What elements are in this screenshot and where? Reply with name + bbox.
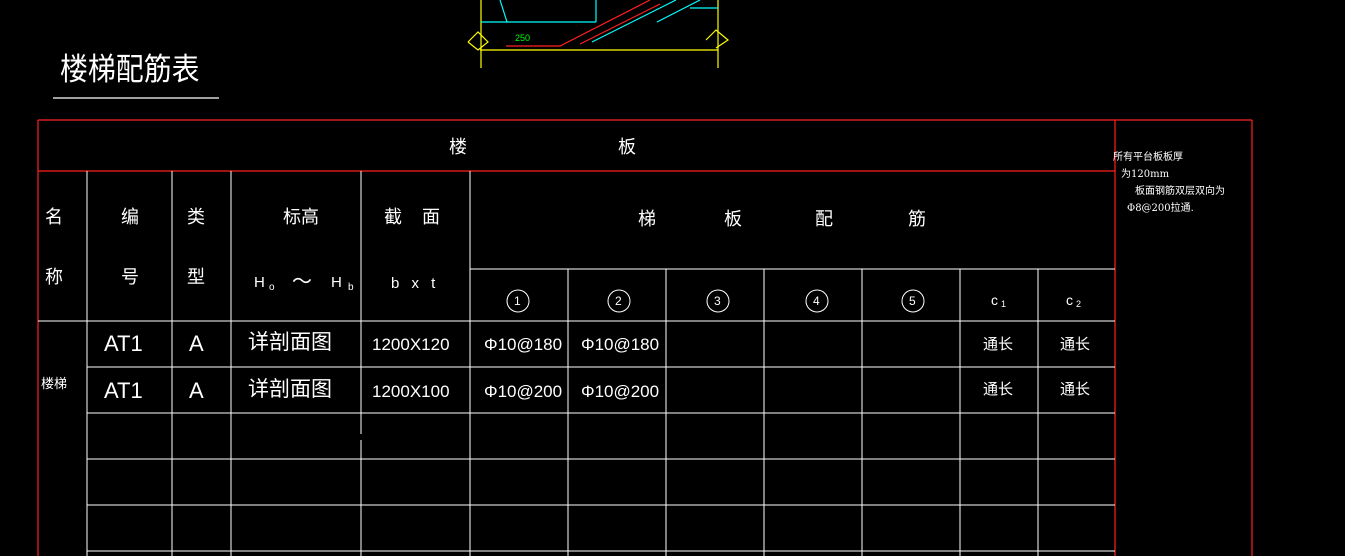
- bar-number-1: 1: [514, 294, 521, 308]
- row1-bar2: Φ10@180: [581, 335, 660, 354]
- row1-c2: 通长: [1060, 335, 1091, 353]
- header-name-char-2: 称: [45, 267, 63, 288]
- row1-type: A: [189, 331, 204, 356]
- c2-letter: c: [1066, 292, 1073, 308]
- header-number-char-1: 编: [121, 207, 139, 228]
- header-section-char-2: 面: [422, 207, 440, 228]
- group-header-char-2: 板: [618, 137, 636, 158]
- header-type-char-1: 类: [187, 207, 205, 228]
- row2-elevation: 详剖面图: [248, 377, 332, 401]
- bar-number-2: 2: [615, 294, 622, 308]
- header-reinf-char-2: 板: [724, 209, 742, 230]
- note-line-2: 为120mm: [1121, 169, 1170, 180]
- bar-number-5: 5: [909, 294, 916, 308]
- bar-number-3: 3: [714, 294, 721, 308]
- row2-type: A: [189, 378, 204, 403]
- c1-letter: c: [991, 292, 998, 308]
- formula-hb: H: [331, 274, 342, 291]
- row1-c1: 通长: [983, 335, 1014, 353]
- dimension-label: 250: [515, 33, 531, 43]
- group-header-char-1: 楼: [449, 137, 467, 158]
- row2-number: AT1: [104, 378, 143, 403]
- note-line-1: 所有平台板板厚: [1113, 152, 1183, 163]
- row2-bar1: Φ10@200: [484, 382, 563, 401]
- c1-sub: 1: [1001, 299, 1007, 309]
- formula-h0: H: [254, 274, 265, 291]
- header-section-char-1: 截: [384, 207, 402, 228]
- header-elevation: 标高: [283, 207, 319, 228]
- row1-section: 1200X120: [372, 335, 450, 354]
- formula-h0-sub: o: [269, 282, 275, 293]
- row1-bar1: Φ10@180: [484, 335, 563, 354]
- table-grid: [38, 171, 1115, 556]
- c2-sub: 2: [1076, 299, 1082, 309]
- bar-number-4: 4: [813, 294, 820, 308]
- header-name-char-1: 名: [45, 207, 63, 228]
- header-reinf-char-3: 配: [815, 209, 833, 230]
- header-reinf-char-1: 梯: [638, 209, 656, 230]
- row2-section: 1200X100: [372, 382, 450, 401]
- row-group-name: 楼梯: [41, 377, 68, 392]
- header-section-formula: b x t: [391, 275, 440, 292]
- row1-elevation: 详剖面图: [248, 330, 332, 354]
- header-reinf-char-4: 筋: [908, 209, 926, 230]
- note-line-3: 板面钢筋双层双向为: [1135, 186, 1225, 197]
- row2-c2: 通长: [1060, 380, 1091, 398]
- row2-c1: 通长: [983, 380, 1014, 398]
- header-type-char-2: 型: [187, 267, 205, 288]
- header-number-char-2: 号: [121, 267, 139, 288]
- bar-number-circles: [506, 289, 925, 313]
- formula-tilde: 〜: [292, 271, 312, 293]
- row2-bar2: Φ10@200: [581, 382, 660, 401]
- note-line-4: Φ8@200拉通.: [1127, 203, 1194, 214]
- formula-hb-sub: b: [348, 282, 354, 293]
- row1-number: AT1: [104, 331, 143, 356]
- table-border: [37, 119, 1253, 556]
- drawing-title: 楼梯配筋表: [60, 52, 200, 88]
- stair-detail-fragment: [467, 0, 730, 68]
